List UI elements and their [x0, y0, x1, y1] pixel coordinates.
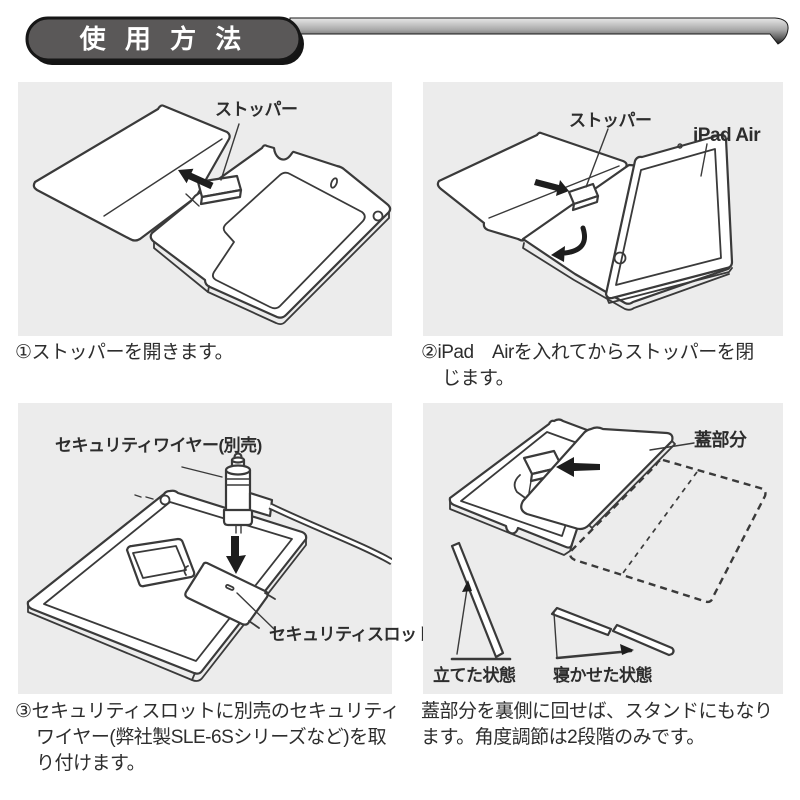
home-button [613, 251, 627, 265]
step-1-panel: ストッパー [18, 82, 392, 336]
ipad [604, 133, 734, 304]
open-direction-arrow [178, 168, 214, 190]
stopper-leader-line [220, 123, 240, 181]
security-wire-illustration [26, 452, 392, 682]
step-3-caption: ③セキュリティスロットに別売のセキュリティワイヤー(弊社製SLE-6Sシリーズな… [15, 701, 400, 774]
stand-flap [125, 537, 196, 588]
case-open-illustration [32, 104, 392, 326]
header-pill [25, 16, 304, 65]
ipad-leader-line [700, 143, 708, 177]
wire-leader-line [181, 466, 223, 478]
lid-leader-line [649, 442, 695, 451]
security-slot-label: セキュリティスロット [269, 625, 433, 644]
close-direction-arrow [534, 179, 569, 196]
ipad-air-label: iPad Air [693, 125, 761, 146]
security-lock [222, 452, 392, 566]
security-slot-hole [225, 583, 235, 591]
step-4-panel: 蓋部分 立てた状態 寝かせた状態 [423, 403, 783, 694]
lid-label: 蓋部分 [694, 430, 747, 450]
header-bar [289, 17, 789, 45]
case-cover-flap [32, 104, 231, 242]
case-back [26, 489, 308, 682]
security-wire-label: セキュリティワイヤー(別売) [55, 436, 262, 455]
step-1-caption: ①ストッパーを開きます。 [15, 342, 234, 363]
lid-open-position-dashed [568, 458, 767, 604]
ipad-insert-illustration [436, 128, 734, 311]
step-2-panel: ストッパー iPad Air [423, 82, 783, 336]
fold-direction-arrow [556, 457, 600, 477]
rotate-arrow [551, 225, 587, 262]
camera-hole [159, 494, 171, 506]
standing-state-diagram [450, 541, 512, 661]
lid-folded-back [520, 426, 676, 531]
usage-header: 使 用 方 法 [0, 0, 800, 80]
step-4-caption: 蓋部分を裏側に回せば、スタンドにもなります。角度調節は2段階のみです。 [421, 701, 773, 748]
stopper-tab [567, 182, 600, 212]
lying-state-diagram [550, 606, 675, 660]
insert-down-arrow [226, 536, 246, 574]
stopper-leader-line [585, 128, 609, 188]
header-banner-graphic [25, 16, 789, 65]
security-slot-plate [184, 561, 276, 629]
step-3-panel: セキュリティワイヤー(別売) セキュリティスロット [18, 403, 433, 694]
stand-mode-illustration [448, 418, 767, 661]
stopper-label: ストッパー [215, 100, 298, 119]
step-2-caption: ②iPad Airを入れてからストッパーを閉じます。 [421, 342, 754, 389]
slot-leader-line [236, 592, 275, 630]
lying-state-label: 寝かせた状態 [553, 666, 653, 685]
stopper-tab [185, 174, 243, 207]
camera-dot [677, 143, 683, 149]
standing-state-label: 立てた状態 [433, 666, 516, 685]
stopper-label: ストッパー [569, 111, 652, 130]
page-title: 使 用 方 法 [79, 24, 248, 54]
